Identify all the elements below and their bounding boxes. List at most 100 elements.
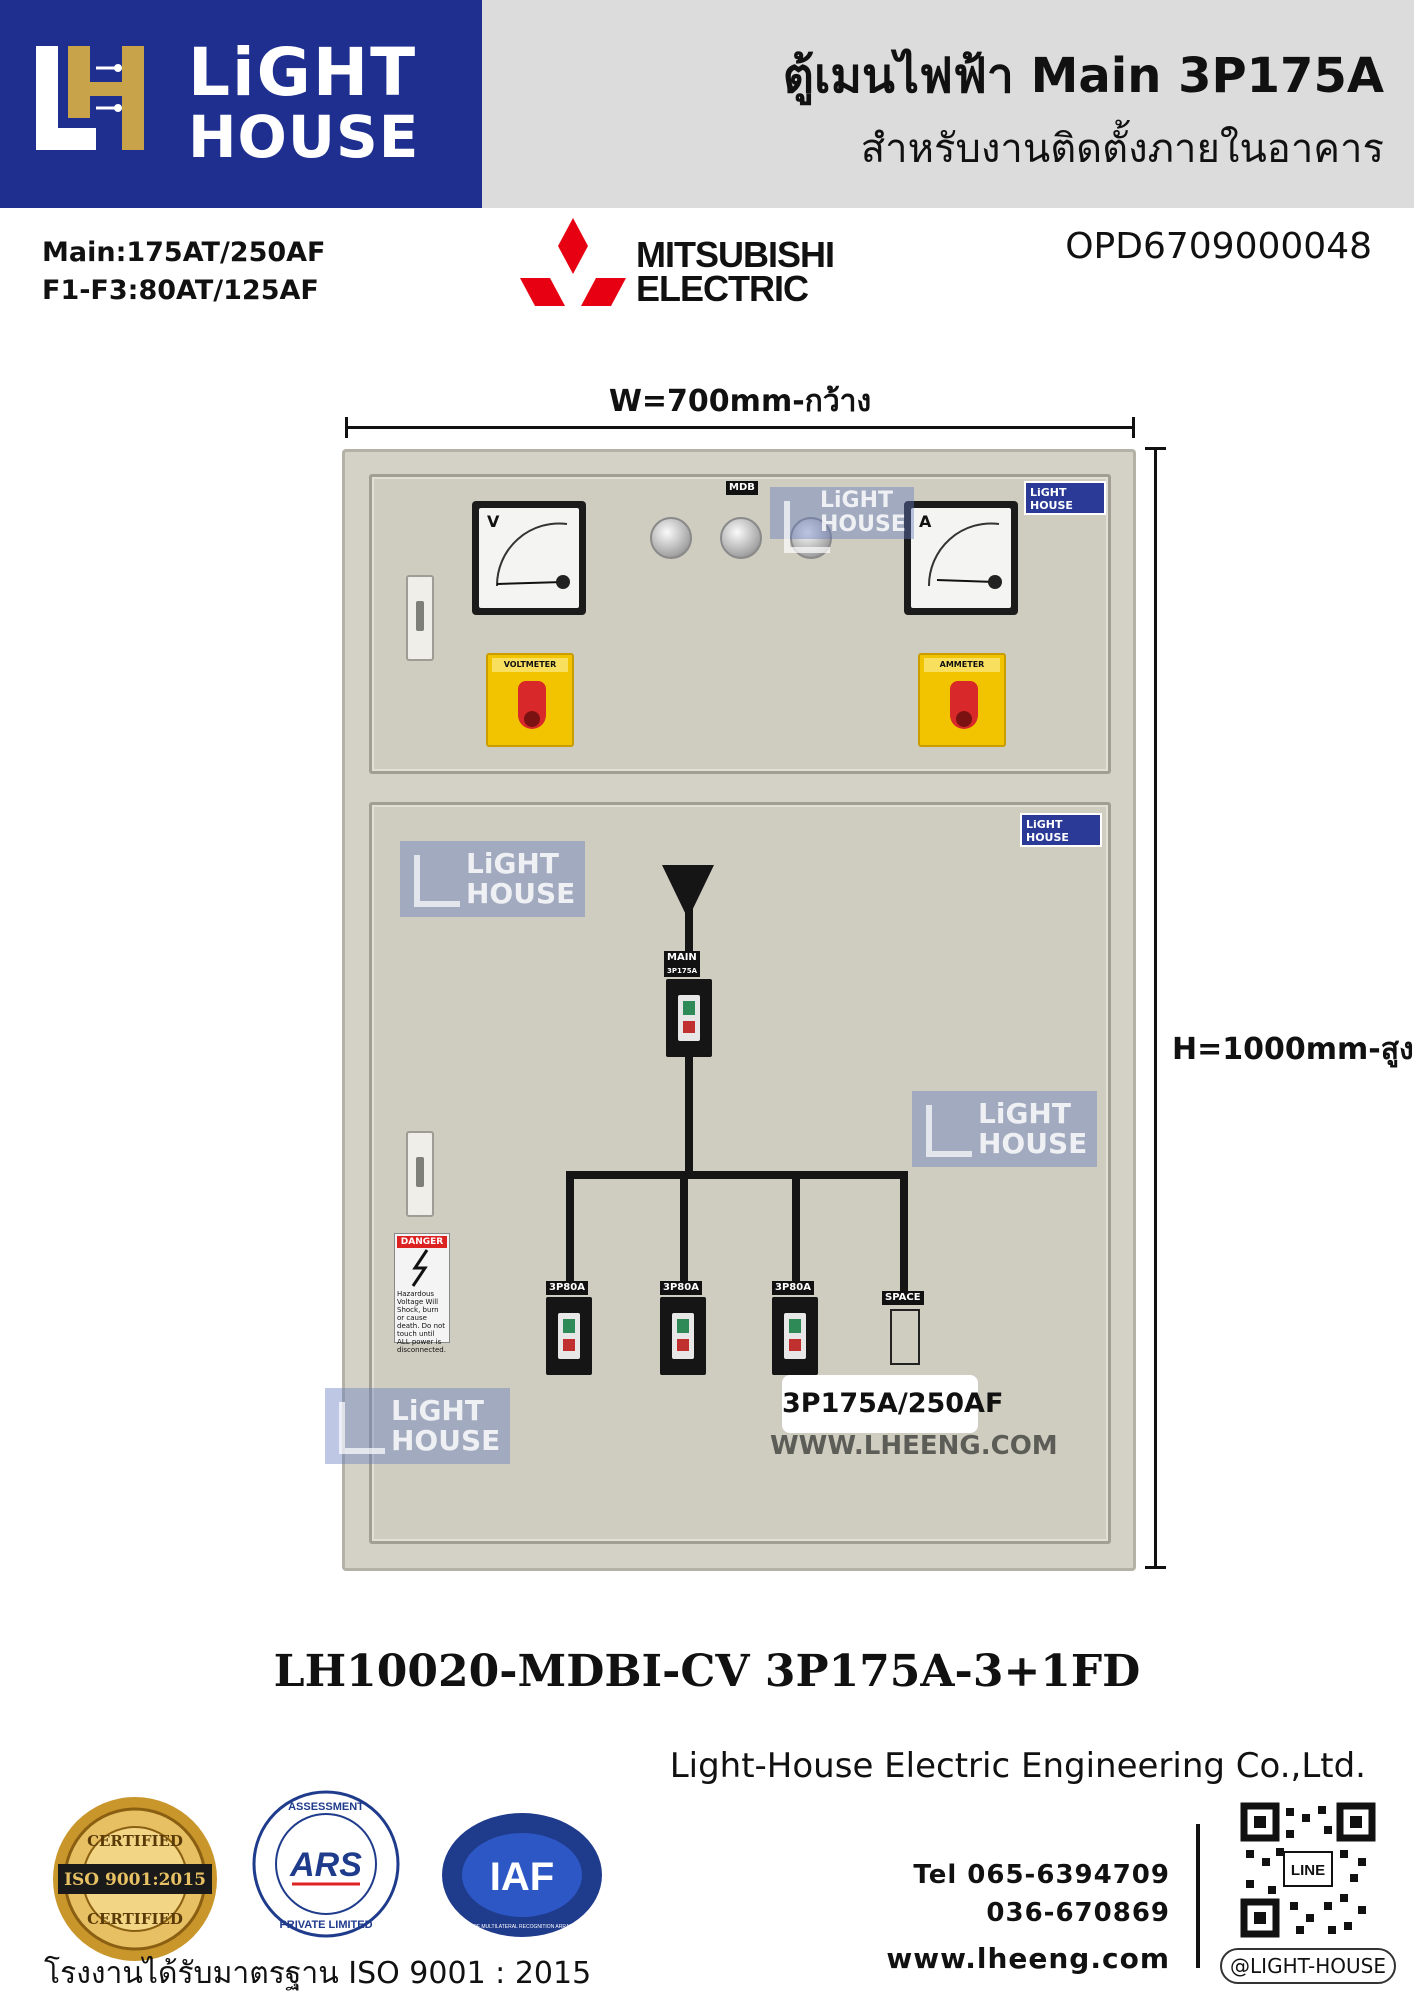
ammeter-selector-switch[interactable]: AMMETER <box>918 653 1006 747</box>
height-dimension-line <box>1145 447 1166 1569</box>
main-sub-tag: 3P175A <box>664 965 701 977</box>
watermark-cabinet-bottom: LiGHT HOUSE <box>325 1388 511 1464</box>
iso-ring-bottom: CERTIFIED <box>87 1910 183 1928</box>
watermark-line-1: LiGHT <box>466 847 559 880</box>
breaker-on-icon <box>677 1319 689 1333</box>
page-subtitle: สำหรับงานติดตั้งภายในอาคาร <box>860 126 1384 172</box>
width-dimension-label: W=700mm-กว้าง <box>608 384 872 419</box>
breaker-off-icon <box>677 1339 689 1351</box>
voltmeter-selector-switch[interactable]: VOLTMETER <box>486 653 574 747</box>
voltmeter-gauge: V <box>472 501 586 615</box>
watermark-top: LiGHT HOUSE <box>770 487 914 553</box>
iaf-ring-text: MEMBER OF MULTILATERAL RECOGNITION ARRAN… <box>450 1924 595 1930</box>
incoming-busbar <box>685 905 693 965</box>
feeder-busbar-3 <box>792 1171 800 1281</box>
light-house-logo-icon <box>36 46 144 150</box>
selector-knob-icon[interactable] <box>950 681 978 729</box>
iaf-text: IAF <box>490 1855 554 1899</box>
watermark-line-2: HOUSE <box>466 877 576 910</box>
voltmeter-glyph: V <box>487 512 500 531</box>
qr-line-label: LINE <box>1291 1862 1325 1879</box>
website-link[interactable]: www.lheeng.com <box>886 1942 1170 1975</box>
light-house-sticker-top: LiGHT HOUSE <box>1024 481 1106 515</box>
ars-assessment-logo-icon: ARS ASSESSMENT PRIVATE LIMITED <box>252 1790 400 1938</box>
feeder-tag-2: 3P80A <box>660 1281 702 1295</box>
horizontal-busbar <box>566 1171 908 1179</box>
phone-2: 036-670869 <box>986 1898 1170 1928</box>
watermark-door-1: LiGHT HOUSE <box>400 841 586 917</box>
main-busbar <box>685 1057 693 1177</box>
header-bar: LiGHT HOUSE ตู้เมนไฟฟ้า Main 3P175A สำหร… <box>0 0 1414 208</box>
mitsubishi-diamonds-icon <box>520 218 626 306</box>
feeder-breaker-1[interactable] <box>546 1297 592 1375</box>
voltmeter-face: V <box>479 508 579 608</box>
door-handle-bottom[interactable] <box>406 1131 434 1217</box>
pilot-lamp-l1 <box>650 517 692 559</box>
mdb-tag: MDB <box>726 481 758 495</box>
watermark-line-1: LiGHT <box>978 1097 1071 1130</box>
sticker-line-2: HOUSE <box>1026 831 1069 844</box>
feeder-busbar-1 <box>566 1171 574 1281</box>
product-code: OPD6709000048 <box>1065 226 1372 267</box>
danger-text: Hazardous Voltage Will Shock, burn or ca… <box>397 1290 446 1354</box>
breaker-door: LiGHT HOUSE MAIN 3P175A 3P175A/250AF 3P8… <box>369 802 1111 1544</box>
rating-specs: Main:175AT/250AF F1-F3:80AT/125AF <box>42 234 326 310</box>
phone-1: Tel 065-6394709 <box>913 1860 1170 1890</box>
main-tag: MAIN <box>664 951 700 965</box>
ammeter-gauge: A <box>904 501 1018 615</box>
door-handle-top[interactable] <box>406 575 434 661</box>
watermark-line-1: LiGHT <box>820 488 894 513</box>
brand-line-1: LiGHT <box>188 34 418 111</box>
main-rating: Main:175AT/250AF <box>42 237 326 268</box>
sticker-line-2: HOUSE <box>1030 499 1073 512</box>
selector-knob-icon[interactable] <box>518 681 546 729</box>
spare-breaker-slot <box>890 1309 920 1365</box>
ammeter-face: A <box>911 508 1011 608</box>
sticker-line-1: LiGHT <box>1026 818 1063 831</box>
contact-block: Tel 065-6394709 036-670869 www.lheeng.co… <box>886 1856 1170 1978</box>
light-house-sticker-bottom: LiGHT HOUSE <box>1020 813 1102 847</box>
iso-statement: โรงงานได้รับมาตรฐาน ISO 9001 : 2015 <box>44 1956 592 1991</box>
ars-ring-bottom: PRIVATE LIMITED <box>279 1919 372 1931</box>
feeder-tag-1: 3P80A <box>546 1281 588 1295</box>
brand-panel: LiGHT HOUSE <box>0 0 482 208</box>
ars-text: ARS <box>289 1846 362 1884</box>
line-qr-code-icon[interactable]: LINE <box>1240 1802 1376 1938</box>
feeder-breaker-2[interactable] <box>660 1297 706 1375</box>
breaker-off-icon <box>563 1339 575 1351</box>
danger-title: DANGER <box>397 1236 447 1248</box>
iso-ring-top: CERTIFIED <box>87 1832 183 1850</box>
company-name: Light-House Electric Engineering Co.,Ltd… <box>669 1746 1366 1786</box>
breaker-on-icon <box>683 1001 695 1015</box>
watermark-line-2: HOUSE <box>978 1127 1088 1160</box>
mitsubishi-line-2: ELECTRIC <box>636 268 809 309</box>
gauge-scale-icon <box>495 522 570 589</box>
footer-divider <box>1196 1824 1200 1968</box>
breaker-off-icon <box>683 1021 695 1033</box>
main-breaker[interactable] <box>666 979 712 1057</box>
brand-wordmark: LiGHT HOUSE <box>188 34 419 167</box>
height-dimension-label: H=1000mm-สูง <box>1172 1032 1414 1067</box>
gauge-scale-icon <box>927 522 1002 589</box>
main-breaker-rating: 3P175A/250AF <box>782 1388 1004 1419</box>
breaker-on-icon <box>563 1319 575 1333</box>
watermark-line-1: LiGHT <box>391 1394 484 1427</box>
main-breaker-callout: 3P175A/250AF <box>782 1375 1003 1433</box>
ammeter-switch-label: AMMETER <box>924 658 1000 672</box>
line-id-badge[interactable]: @LIGHT-HOUSE <box>1220 1948 1396 1984</box>
ars-ring-top: ASSESSMENT <box>288 1801 364 1813</box>
electric-shock-icon <box>411 1249 429 1287</box>
mitsubishi-line-1: MITSUBISHI <box>636 234 835 275</box>
feeder-breaker-3[interactable] <box>772 1297 818 1375</box>
sticker-line-1: LiGHT <box>1030 486 1067 499</box>
metering-door: MDB LiGHT HOUSE V <box>369 474 1111 774</box>
watermark-line-2: HOUSE <box>391 1424 501 1457</box>
space-busbar <box>900 1171 908 1301</box>
iso-certified-seal-icon: ISO 9001:2015 CERTIFIED CERTIFIED <box>53 1797 217 1961</box>
pilot-lamp-l2 <box>720 517 762 559</box>
watermark-line-2: HOUSE <box>820 512 906 537</box>
mitsubishi-wordmark: MITSUBISHI ELECTRIC <box>636 234 835 309</box>
mdb-cabinet: MDB LiGHT HOUSE V <box>325 449 1136 1571</box>
feeder-tag-3: 3P80A <box>772 1281 814 1295</box>
width-dimension-line <box>345 417 1135 438</box>
